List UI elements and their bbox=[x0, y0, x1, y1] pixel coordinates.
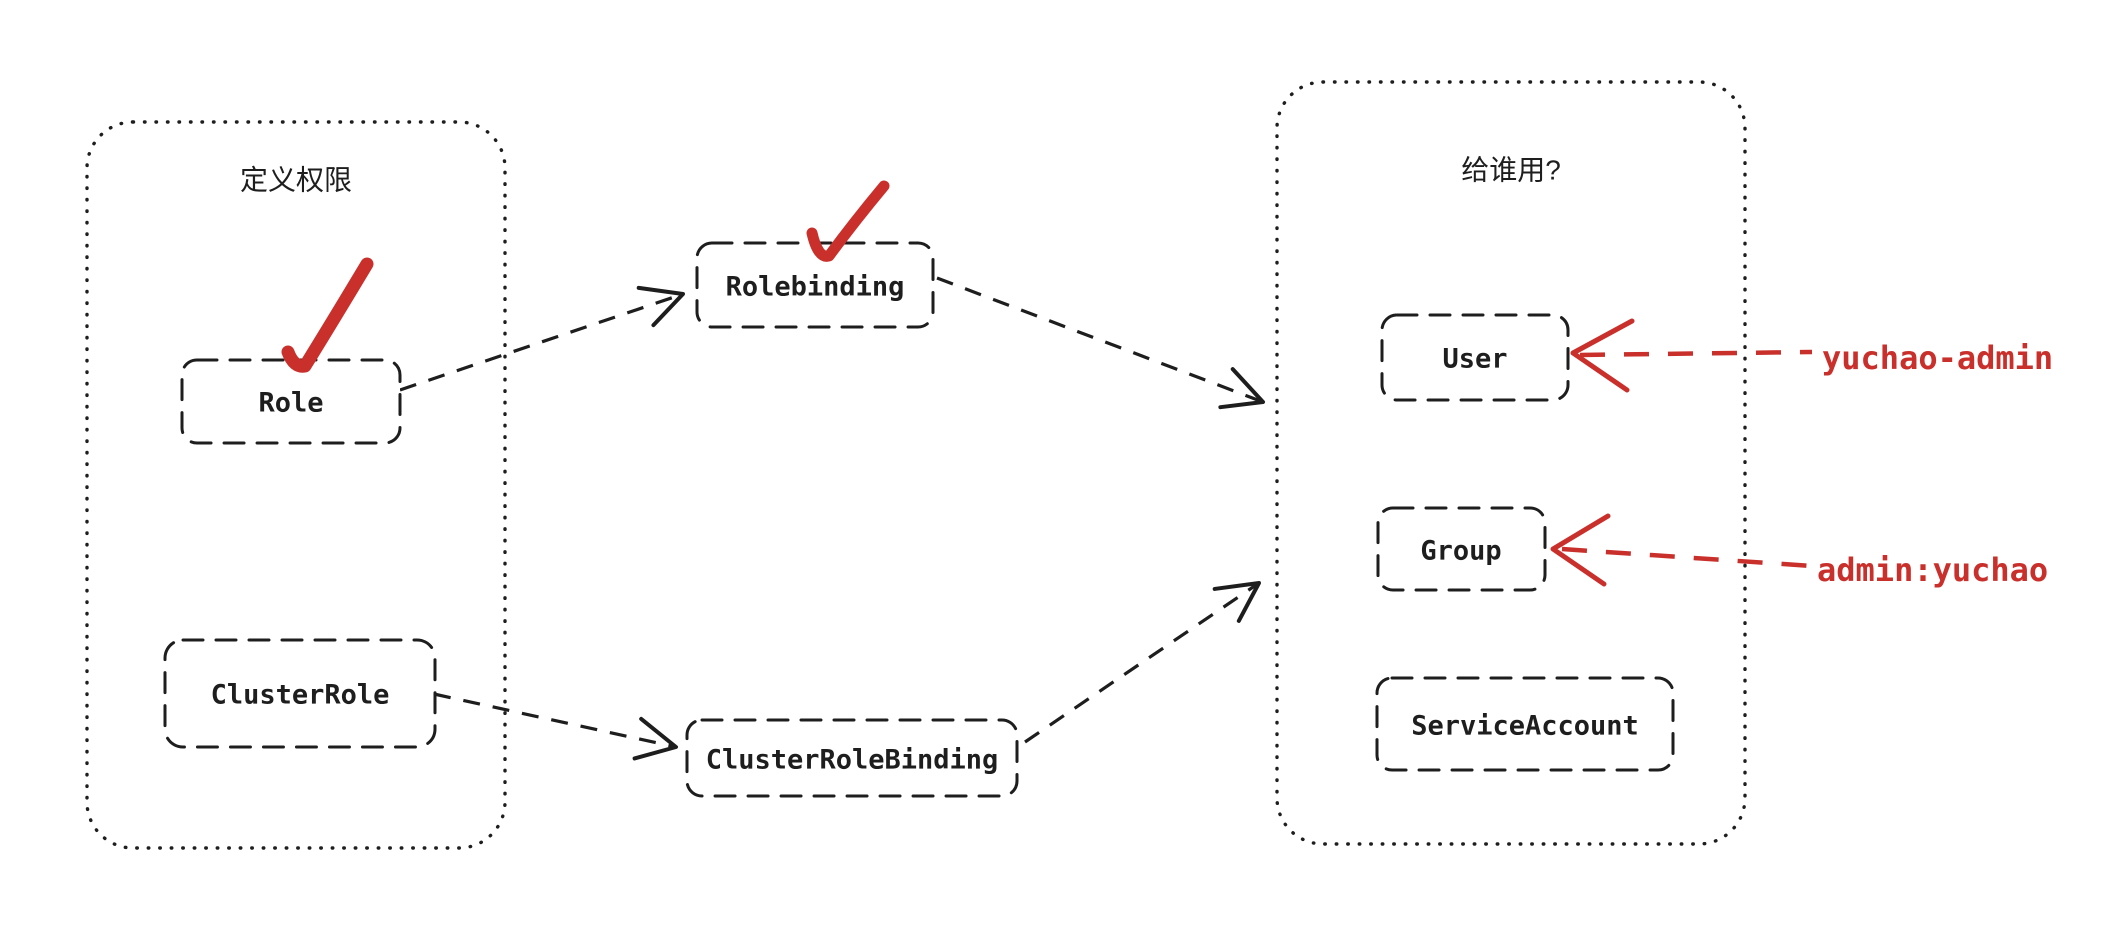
node-cluster-role-label: ClusterRole bbox=[211, 680, 390, 711]
annotation-user-label: yuchao-admin bbox=[1822, 339, 2053, 377]
checkmark-rolebinding-icon bbox=[806, 180, 890, 262]
node-cluster-role-box bbox=[163, 638, 437, 749]
node-rolebinding-label: Rolebinding bbox=[726, 272, 905, 303]
node-group-label: Group bbox=[1420, 536, 1501, 567]
arrow-clusterrole-to-clusterrolebinding bbox=[433, 692, 678, 761]
arrow-role-to-rolebinding bbox=[399, 285, 685, 392]
group-define-permissions-title: 定义权限 bbox=[240, 165, 352, 196]
node-service-account-box bbox=[1375, 676, 1675, 772]
checkmark-role-icon bbox=[281, 257, 374, 373]
arrow-rolebinding-to-subjects bbox=[936, 276, 1265, 410]
red-arrow-group-line bbox=[1561, 546, 1813, 569]
annotation-group-label: admin:yuchao bbox=[1817, 551, 2048, 589]
node-role-box bbox=[180, 358, 402, 445]
node-cluster-role-binding-box bbox=[685, 718, 1019, 798]
node-user-label: User bbox=[1442, 344, 1507, 375]
arrow-clusterrolebinding-to-subjects bbox=[1024, 581, 1261, 744]
red-arrowhead-user-icon bbox=[1570, 318, 1635, 393]
node-service-account-label: ServiceAccount bbox=[1411, 711, 1639, 742]
node-user-box bbox=[1380, 313, 1570, 402]
group-define-permissions-box bbox=[85, 120, 507, 850]
group-who-uses-title: 给谁用? bbox=[1461, 155, 1561, 186]
group-who-uses-box bbox=[1275, 80, 1747, 846]
red-arrowhead-group-icon bbox=[1550, 513, 1611, 587]
node-role-label: Role bbox=[258, 388, 323, 419]
red-arrow-user-line bbox=[1579, 349, 1813, 358]
node-group-box bbox=[1376, 506, 1547, 592]
node-cluster-role-binding-label: ClusterRoleBinding bbox=[706, 745, 999, 776]
